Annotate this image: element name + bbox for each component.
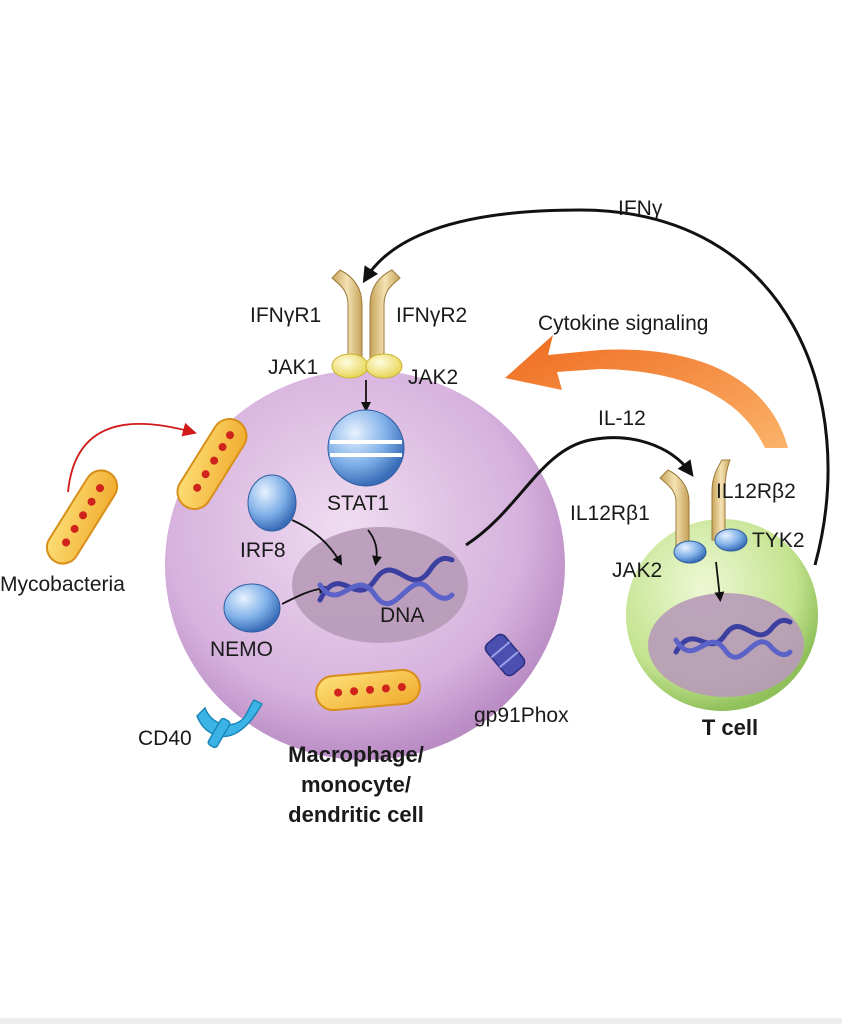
ifngr1-label: IFNγR1 [250, 304, 321, 327]
mycobacterium-outside [45, 469, 119, 565]
gp91phox-protein [484, 633, 526, 677]
il12-label: IL-12 [598, 407, 646, 430]
receptor-to-tcell-dna-arrow [714, 561, 725, 602]
irf8-protein [247, 474, 297, 532]
tyk2-protein [714, 528, 748, 552]
dna-label: DNA [380, 604, 424, 627]
cytokine-signaling-label: Cytokine signaling [538, 312, 708, 335]
irf8-label: IRF8 [240, 539, 286, 562]
macrophage-title-line2: monocyte/ [301, 772, 411, 797]
mycobacterium-internalized-1 [176, 418, 248, 510]
tcell-nucleus [648, 593, 804, 697]
macrophage-title-line1: Macrophage/ [288, 742, 424, 767]
ifng-arrow [362, 208, 830, 566]
jak1-protein [331, 353, 369, 379]
cd40-receptor [196, 699, 264, 749]
il12rb2-label: IL12Rβ2 [716, 480, 796, 503]
mycobacteria-label: Mycobacteria [0, 573, 125, 596]
dna-helix-macro [317, 555, 455, 606]
tcell-title: T cell [702, 715, 758, 740]
il12rb1-label: IL12Rβ1 [570, 502, 650, 525]
cytokine-signaling-arrow [505, 335, 788, 448]
bottom-edge-bar [0, 1018, 842, 1024]
nemo-label: NEMO [210, 638, 273, 661]
macrophage-title-line3: dendritic cell [288, 802, 424, 827]
irf8-to-dna-arrow [291, 519, 343, 566]
mycobacterium-internalized-2 [315, 668, 421, 712]
tyk2-label: TYK2 [752, 529, 805, 552]
dna-helix-tcell [673, 617, 793, 660]
stat1-protein [327, 409, 405, 487]
jak1-label: JAK1 [268, 356, 318, 379]
jak2-macro-label: JAK2 [408, 366, 458, 389]
jak2-tcell-label: JAK2 [612, 559, 662, 582]
il12-arrow [465, 436, 694, 547]
jak2-tcell-protein [673, 540, 707, 564]
stat1-to-dna-arrow [367, 529, 382, 566]
stat1-label: STAT1 [327, 492, 389, 515]
ifngr2-label: IFNγR2 [396, 304, 467, 327]
cd40-label: CD40 [138, 727, 192, 750]
t-cell [626, 519, 818, 711]
infection-arrow [67, 422, 197, 493]
jak2-macro-protein [365, 353, 403, 379]
ifngr1-receptor [331, 269, 363, 361]
ifng-label: IFNγ [618, 197, 663, 220]
nemo-protein [223, 583, 281, 633]
gp91phox-label: gp91Phox [474, 704, 569, 727]
